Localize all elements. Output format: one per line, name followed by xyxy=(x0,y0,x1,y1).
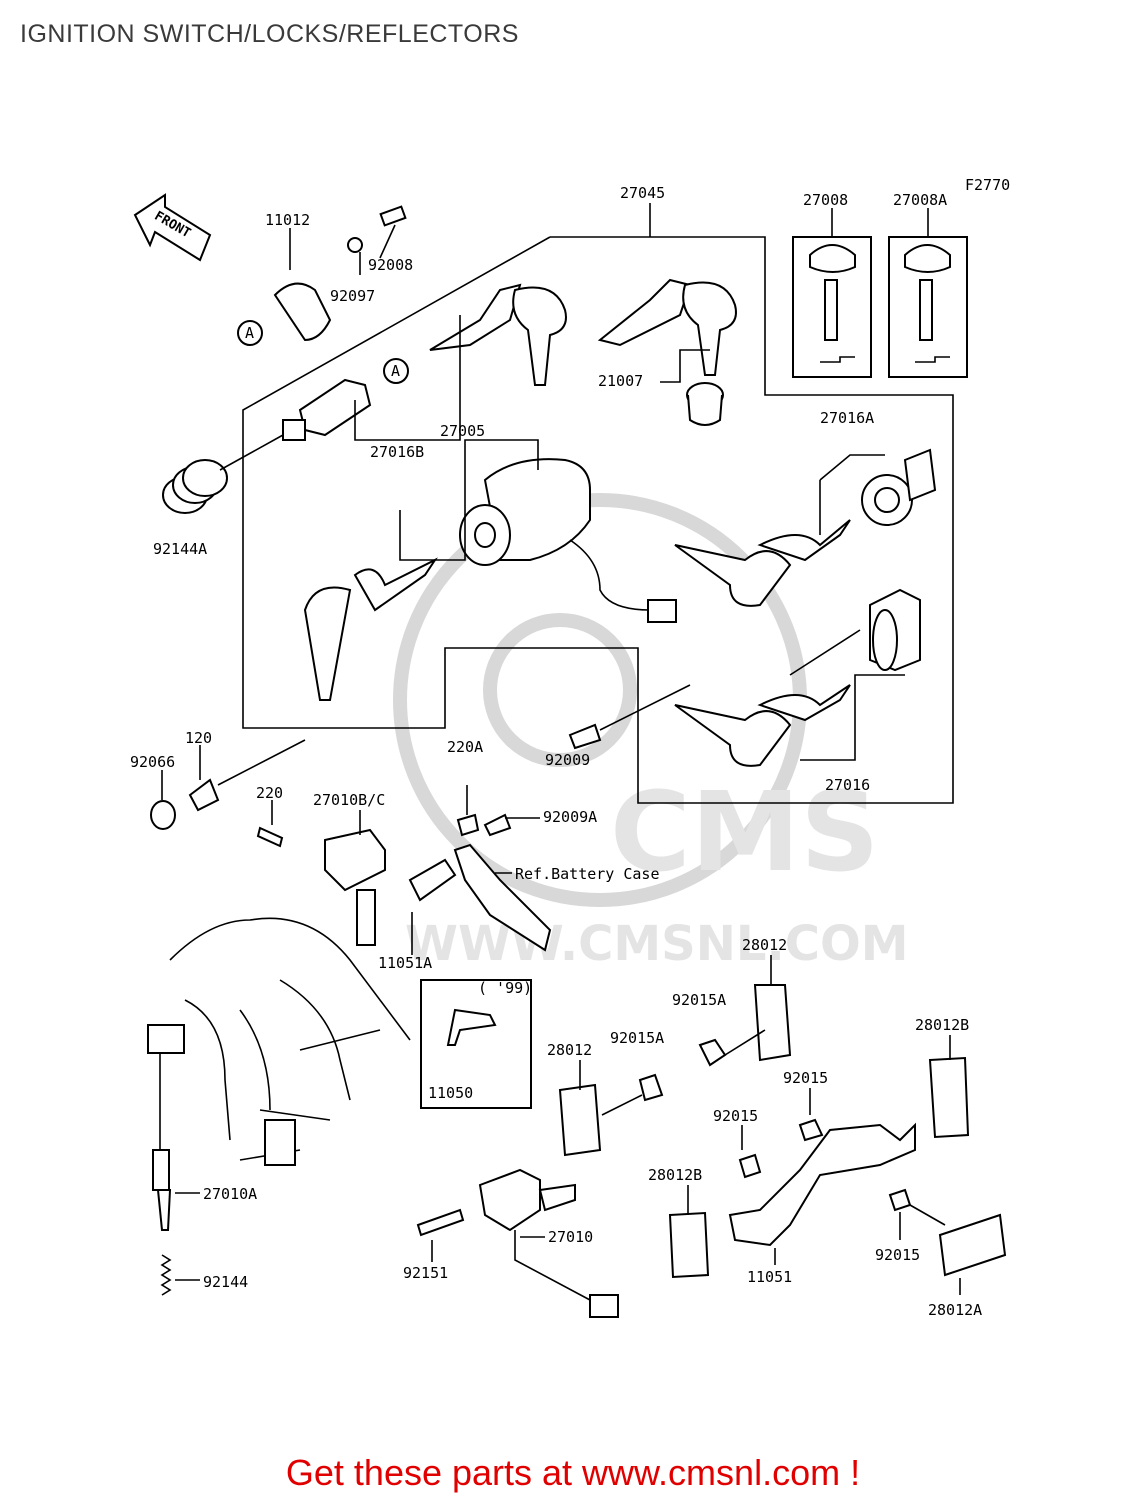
callout-27005: 27005 xyxy=(440,422,485,440)
lock-27016 xyxy=(789,588,921,761)
watermark: CMS WWW.CMSNL.COM xyxy=(393,493,909,972)
callout-220A: 220A xyxy=(447,738,483,756)
switch-27010BC xyxy=(256,785,552,955)
callout-120: 120 xyxy=(185,729,212,747)
callout-92009: 92009 xyxy=(545,751,590,769)
figure-code: F2770 xyxy=(965,176,1010,194)
frame-sketch xyxy=(169,917,411,1166)
key-pair-bottom-right xyxy=(674,684,851,767)
key-pair-top-left xyxy=(429,283,567,386)
bracket-11051 xyxy=(728,1088,916,1265)
callout-11012: 11012 xyxy=(265,211,310,229)
callout-27045: 27045 xyxy=(620,184,665,202)
key-box-27008A xyxy=(888,208,968,378)
footer-link[interactable]: Get these parts at www.cmsnl.com ! xyxy=(285,1452,861,1493)
callout-28012A: 28012A xyxy=(928,1301,982,1319)
screws xyxy=(150,684,691,830)
cap-21007 xyxy=(660,349,724,426)
mark-a-1: A xyxy=(245,324,254,342)
plate-11012: A A xyxy=(237,205,409,384)
callout-27008: 27008 xyxy=(803,191,848,209)
seal-rings xyxy=(162,434,284,514)
reflector-28012B-right xyxy=(928,1035,970,1139)
switch-27010 xyxy=(416,1168,619,1318)
callout-21007: 21007 xyxy=(598,372,643,390)
reflector-28012B-left xyxy=(668,1185,710,1279)
callout-92015-b: 92015 xyxy=(713,1107,758,1125)
key-box-27008 xyxy=(792,208,872,378)
callout-92009A: 92009A xyxy=(543,808,597,826)
page-title: IGNITION SWITCH/LOCKS/REFLECTORS xyxy=(20,20,519,48)
key-pair-middle-left xyxy=(303,557,438,701)
callout-28012B-a: 28012B xyxy=(915,1016,969,1034)
key-pair-middle-right xyxy=(674,519,851,607)
lock-27016A xyxy=(819,448,937,535)
callout-27016: 27016 xyxy=(825,776,870,794)
callout-28012-b: 28012 xyxy=(547,1041,592,1059)
watermark-url: WWW.CMSNL.COM xyxy=(405,916,909,972)
key-pair-top-right xyxy=(597,278,737,376)
callout-220: 220 xyxy=(256,784,283,802)
set-frame-27045 xyxy=(242,203,954,804)
ignition-switch xyxy=(399,439,677,623)
callout-labels: 27045 27008 27008A 11012 92008 92097 210… xyxy=(130,184,982,1319)
callout-27010BC: 27010B/C xyxy=(313,791,385,809)
callout-27010A: 27010A xyxy=(203,1185,257,1203)
callout-92015-c: 92015 xyxy=(875,1246,920,1264)
callout-27010: 27010 xyxy=(548,1228,593,1246)
callout-92151: 92151 xyxy=(403,1264,448,1282)
callout-11051: 11051 xyxy=(747,1268,792,1286)
front-arrow-icon: FRONT xyxy=(133,193,212,262)
mark-a-2: A xyxy=(391,362,400,380)
callout-92015A-a: 92015A xyxy=(672,991,726,1009)
year-note: ( '99) xyxy=(478,979,532,997)
callout-92008: 92008 xyxy=(368,256,413,274)
switch-27010A xyxy=(147,1024,200,1296)
callout-27016A: 27016A xyxy=(820,409,874,427)
callout-28012B-b: 28012B xyxy=(648,1166,702,1184)
callout-27016B: 27016B xyxy=(370,443,424,461)
callout-11051A: 11051A xyxy=(378,954,432,972)
callout-11050: 11050 xyxy=(428,1084,473,1102)
lock-27016B xyxy=(282,315,461,441)
callout-92066: 92066 xyxy=(130,753,175,771)
callout-92015-a: 92015 xyxy=(783,1069,828,1087)
reflector-28012-mid xyxy=(558,1060,664,1157)
callout-92097: 92097 xyxy=(330,287,375,305)
callout-28012-a: 28012 xyxy=(742,936,787,954)
reflector-28012A xyxy=(909,1204,1007,1295)
reflector-28012-top xyxy=(698,955,792,1067)
ref-battery-case: Ref.Battery Case xyxy=(515,865,660,883)
watermark-cms: CMS xyxy=(610,768,879,896)
callout-92144A: 92144A xyxy=(153,540,207,558)
callout-92144: 92144 xyxy=(203,1273,248,1291)
bracket-11050-box xyxy=(420,979,532,1109)
callout-92015A-b: 92015A xyxy=(610,1029,664,1047)
callout-27008A: 27008A xyxy=(893,191,947,209)
